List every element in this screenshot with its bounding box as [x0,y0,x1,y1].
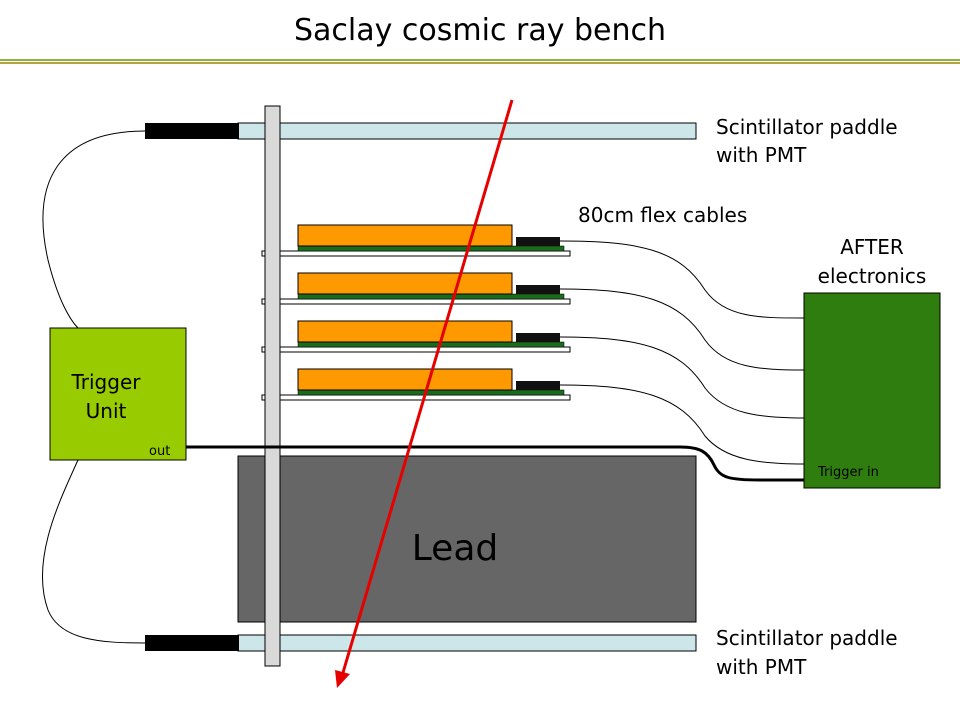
trigger-unit-label-line2: Unit [86,399,127,423]
detector-connector [516,333,560,342]
top-paddle-bar [237,122,697,140]
lead-block [237,455,697,623]
detector-pcb [297,389,565,396]
detector-connector [516,237,560,246]
detector-pcb [297,341,565,348]
after-electronics-box [803,292,941,489]
flex-cables [559,240,805,465]
detector-pcb [297,245,565,252]
detector-board [297,224,513,247]
detector-module [297,320,565,348]
page-title: Saclay cosmic ray bench [294,13,666,48]
top-paddle-label-line1: Scintillator paddle [716,115,898,139]
top-scintillator-paddle [145,122,697,140]
top-pmt [145,123,239,139]
trigger-in-label: Trigger in [817,465,879,480]
bottom-paddle-bar [237,634,697,652]
after-label-line1: AFTER [840,235,904,259]
detector-connector [516,381,560,390]
trigger-out-cable [186,445,804,482]
detector-board [297,272,513,295]
trigger-unit-box [49,327,187,461]
bottom-paddle-label-line1: Scintillator paddle [716,626,898,650]
out-label: out [149,444,170,459]
trigger-cable-top [42,130,146,329]
detector-module [297,224,565,252]
support-rod [264,105,281,667]
cosmic-ray-track [335,99,514,688]
detector-module [297,272,565,300]
trigger-cable-bottom [41,459,146,644]
top-paddle-label-line2: with PMT [716,143,807,167]
cosmic-ray-arrowhead [335,670,350,688]
title-rule [0,59,960,64]
bottom-pmt [145,635,239,651]
after-label-line2: electronics [818,264,927,288]
bottom-paddle-label-line2: with PMT [716,655,807,679]
bottom-scintillator-paddle [145,634,697,652]
detector-module [297,368,565,396]
detector-board [297,320,513,343]
detector-pcb [297,293,565,300]
lead-label: Lead [412,528,498,569]
detector-board [297,368,513,391]
detector-connector [516,285,560,294]
trigger-unit-label-line1: Trigger [71,370,142,394]
flex-cables-label: 80cm flex cables [578,203,747,227]
